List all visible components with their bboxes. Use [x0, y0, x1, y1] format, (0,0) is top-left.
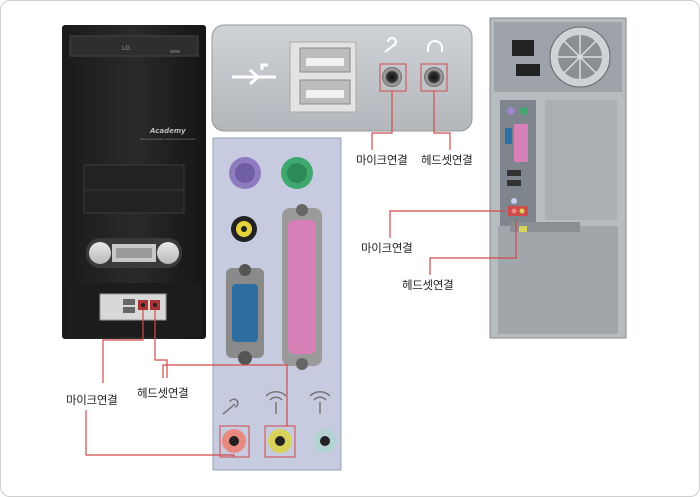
front-io-closeup	[211, 24, 473, 132]
headset-jack-top	[424, 67, 444, 87]
headset-label-front: 헤드셋연결	[137, 386, 189, 400]
rear-io-closeup	[212, 137, 342, 471]
usb-logo-icon	[232, 63, 276, 86]
drive-brand-text: LG	[122, 45, 130, 52]
front-pc-case: LG Academy Next generation advanced encl…	[62, 25, 206, 339]
microphone-icon	[384, 37, 397, 53]
serial-port	[232, 284, 258, 342]
line-in-icon	[309, 391, 331, 414]
case-brand-text: Academy	[149, 127, 186, 135]
power-button	[89, 242, 111, 264]
rear-pc-case	[489, 17, 627, 339]
case-tagline-text: Next generation advanced enclosure	[140, 137, 196, 141]
mic-jack-top	[382, 67, 402, 87]
microphone-icon-rear	[222, 398, 239, 415]
callout-lines	[85, 91, 517, 457]
mic-label-top: 마이크연결	[356, 153, 408, 167]
parallel-port	[288, 220, 316, 354]
headphone-icon	[427, 40, 443, 52]
headset-label-top: 헤드셋연결	[421, 153, 473, 167]
power-socket	[512, 40, 534, 56]
headset-label-rear: 헤드셋연결	[402, 278, 454, 292]
line-out-icon	[265, 391, 287, 414]
mic-label-front: 마이크연결	[66, 393, 118, 407]
mic-label-rear: 마이크연결	[361, 241, 413, 255]
reset-button	[157, 242, 179, 264]
